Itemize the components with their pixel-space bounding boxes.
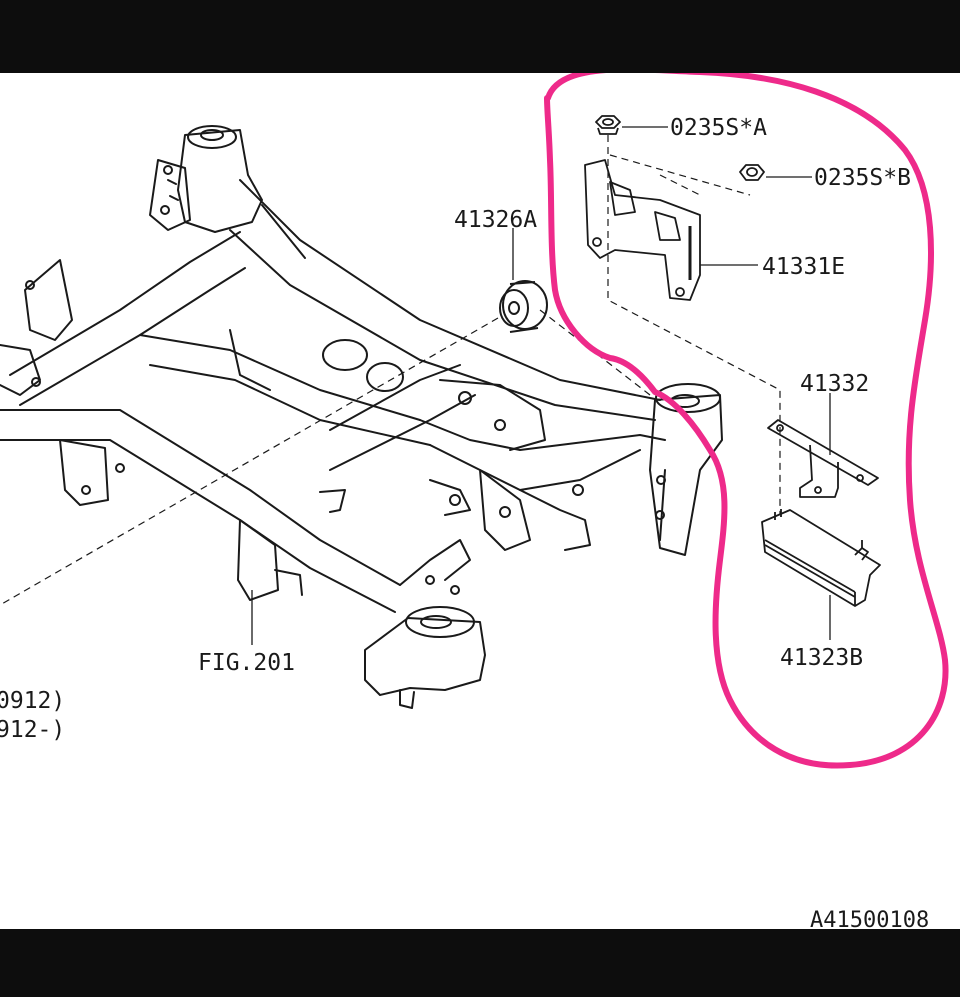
bushing-icon <box>499 280 548 333</box>
parts-diagram-sheet: 0235S*A 0235S*B 41326A 41331E 41332 4132… <box>0 73 960 929</box>
label-oil-cooler: 41323B <box>780 645 863 671</box>
leader-lines <box>251 126 831 645</box>
bottom-letterbox <box>0 929 960 997</box>
label-fig-ref: FIG.201 <box>198 650 295 676</box>
rear-subframe-illustration <box>0 125 723 709</box>
illustration-id: A41500108 <box>810 908 929 929</box>
label-nut-a: 0235S*A <box>670 115 767 141</box>
date-code-2: 912-) <box>0 717 65 743</box>
exploded-parts <box>499 115 881 607</box>
part-labels: 0235S*A 0235S*B 41326A 41331E 41332 4132… <box>0 115 929 929</box>
lower-bracket-icon <box>767 419 879 498</box>
date-code-1: 0912) <box>0 688 65 714</box>
label-lower-bracket: 41332 <box>800 371 869 397</box>
highlight-outline <box>544 73 949 769</box>
label-upper-bracket: 41331E <box>762 254 845 280</box>
upper-bracket-icon <box>584 159 701 301</box>
oil-cooler-icon <box>761 509 881 607</box>
label-bushing: 41326A <box>454 207 537 233</box>
top-letterbox <box>0 0 960 73</box>
parts-diagram: 0235S*A 0235S*B 41326A 41331E 41332 4132… <box>0 73 949 929</box>
nut-b-icon <box>739 164 765 181</box>
dashed-alignment-lines <box>0 135 781 606</box>
label-nut-b: 0235S*B <box>814 165 911 191</box>
nut-a-icon <box>595 115 621 135</box>
